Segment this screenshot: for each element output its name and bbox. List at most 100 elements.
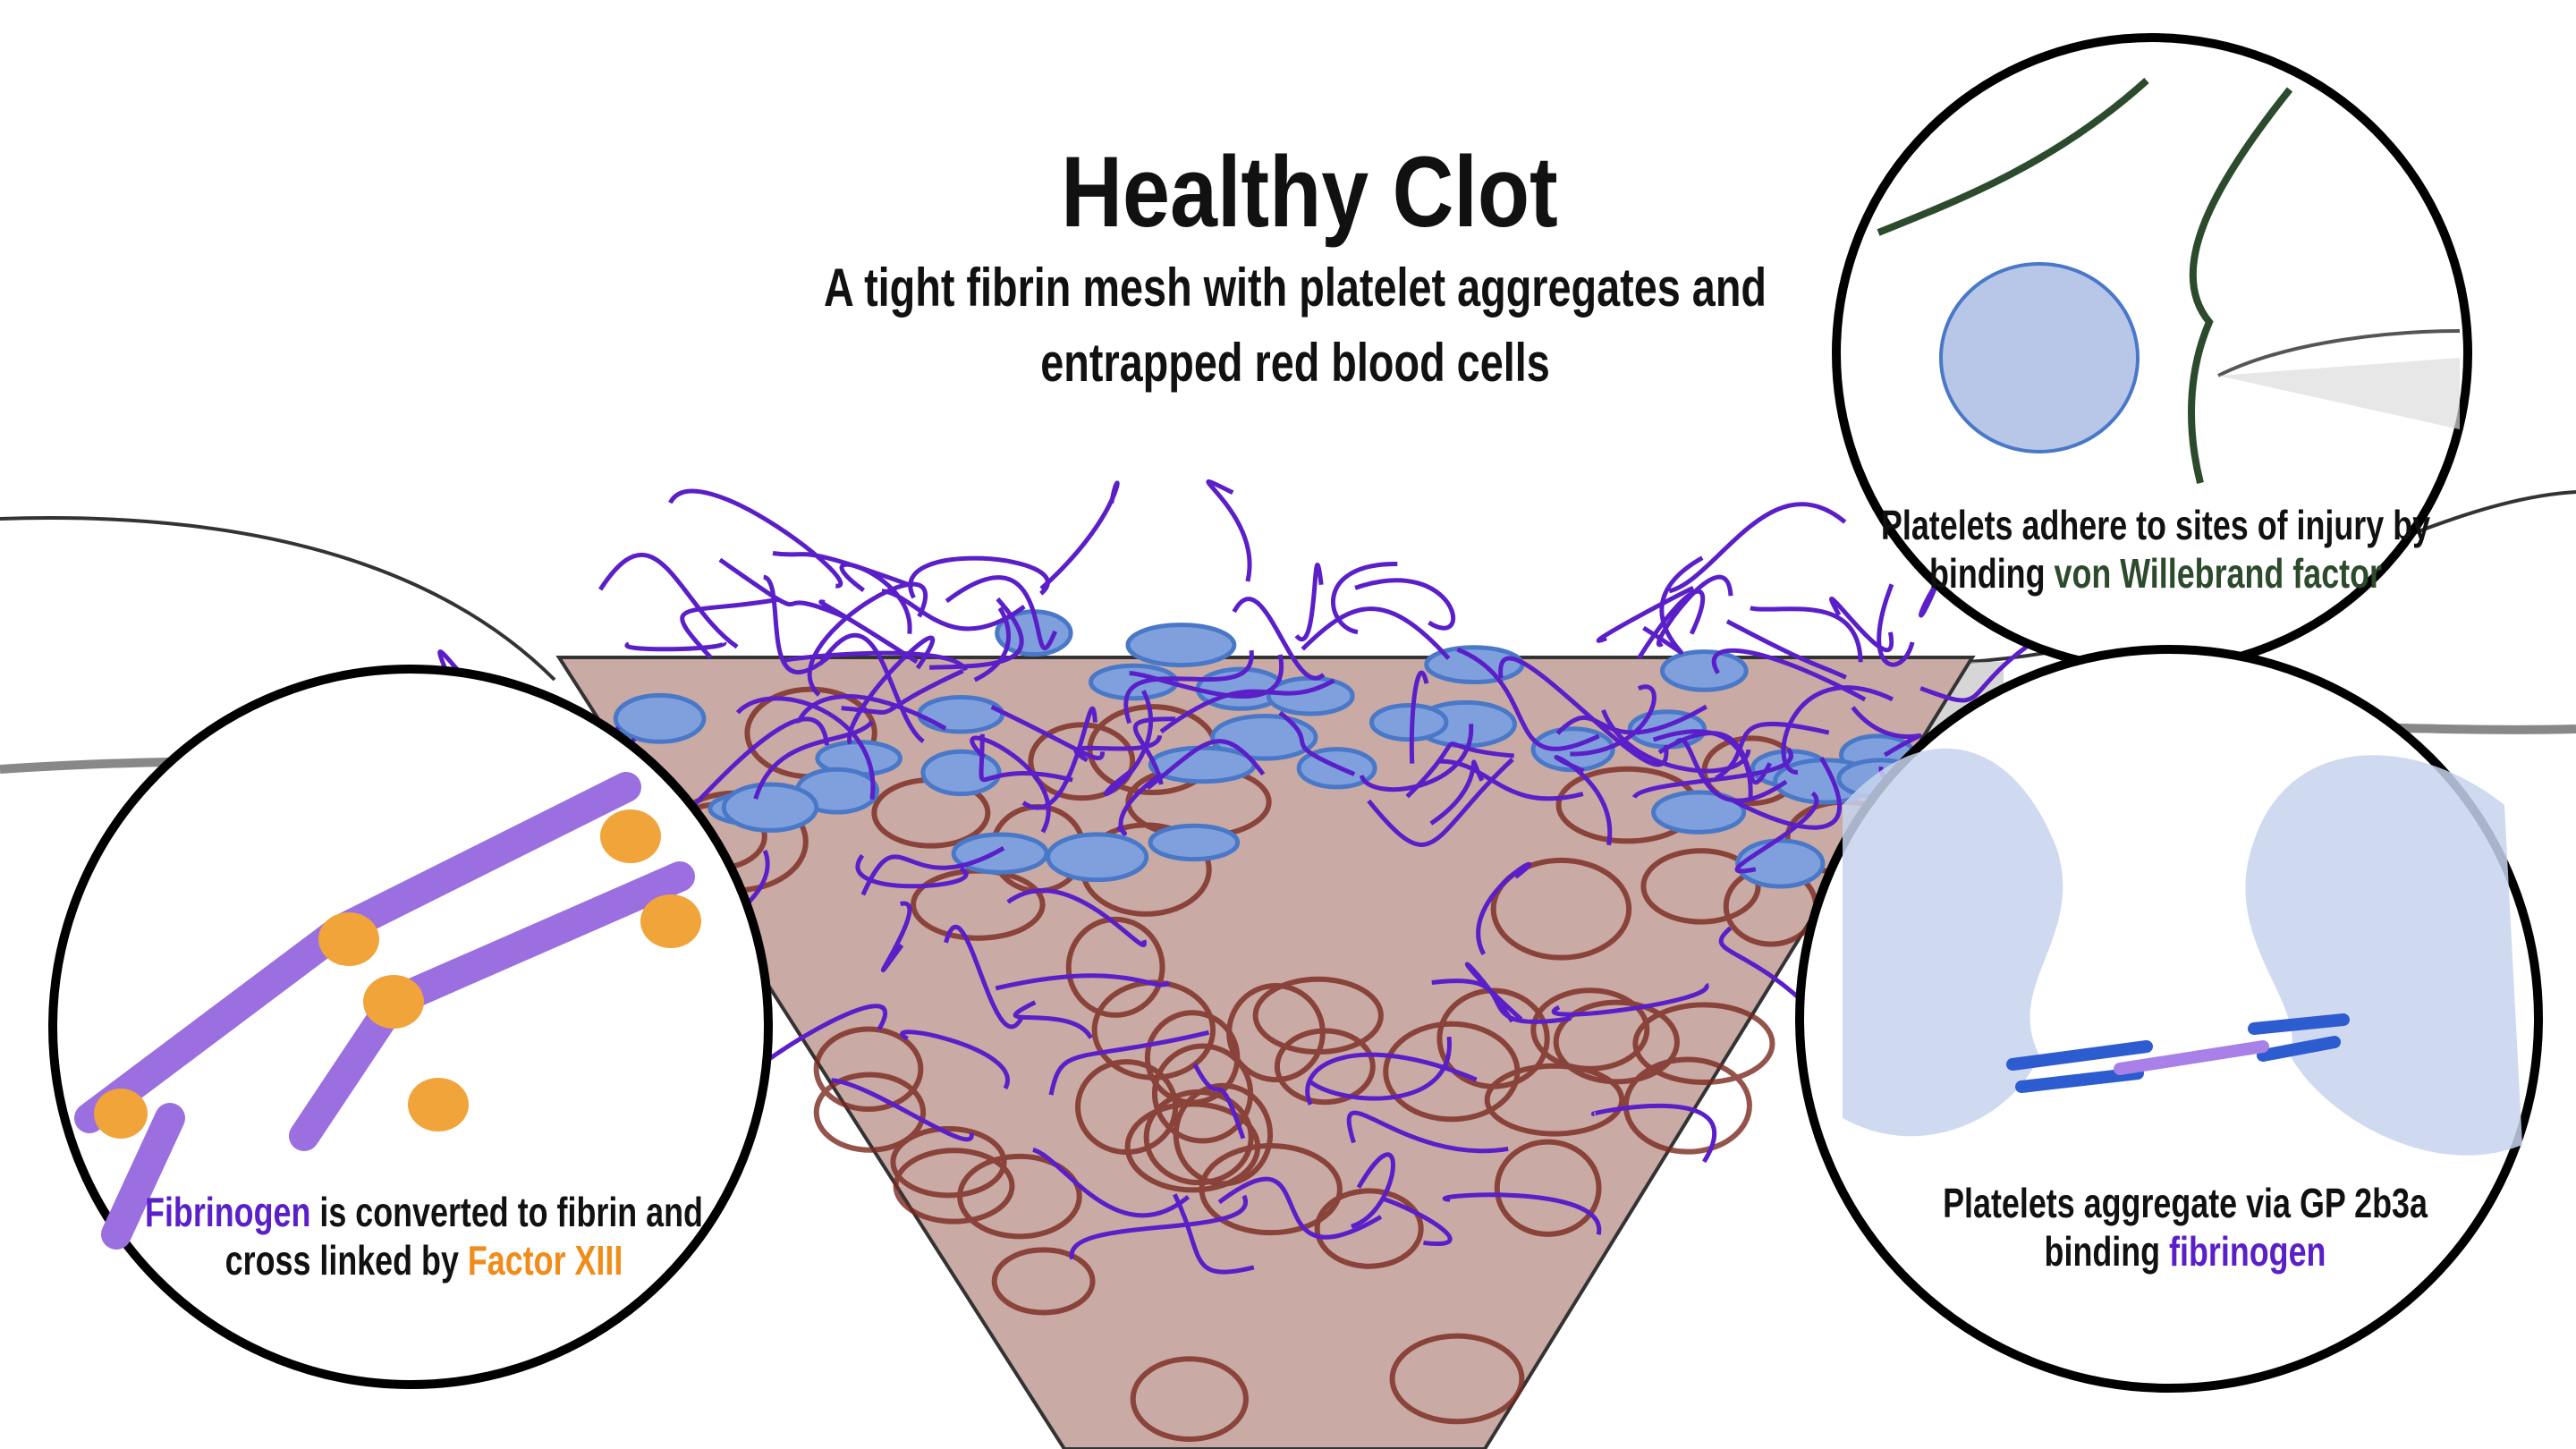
- fibrin-strand: [1718, 926, 1817, 1015]
- fibrin-strand: [1590, 1103, 1716, 1164]
- fibrin-strand: [1554, 755, 1613, 846]
- red-blood-cell: [1199, 1143, 1343, 1236]
- platelet: [920, 749, 1002, 797]
- caption-von-willebrand: Platelets adhere to sites of injury by b…: [1881, 501, 2430, 597]
- fibrin-strand: [807, 581, 928, 697]
- caption-gp2b3a: Platelets aggregate via GP 2b3a binding …: [1943, 1179, 2428, 1275]
- red-blood-cell: [1494, 1139, 1602, 1237]
- fibrin-strand: [1829, 597, 1894, 653]
- fibrin-strand: [1442, 1192, 1601, 1235]
- fibrin-strand: [1146, 739, 1266, 791]
- red-blood-cell: [1490, 857, 1632, 961]
- fibrin-strand: [908, 555, 1050, 599]
- fibrin-strand: [818, 633, 925, 743]
- caption-fibrinogen: Fibrinogen is converted to fibrin and cr…: [145, 1188, 703, 1284]
- fibrin-strand: [1232, 597, 1326, 681]
- fibrin-strand: [1217, 1176, 1383, 1240]
- fibrin-strand: [1069, 1194, 1249, 1260]
- red-blood-cell: [991, 1247, 1096, 1316]
- fibrin-strand: [1750, 606, 1863, 663]
- fibrin-strand: [1359, 724, 1474, 792]
- fibrin-strand: [1555, 704, 1708, 735]
- red-blood-cell: [1640, 848, 1761, 925]
- fibrin-strand: [1656, 574, 1733, 648]
- fibrin-strand: [781, 650, 968, 672]
- fibrin-strand: [1725, 619, 1847, 680]
- fibrin-strand: [1294, 563, 1324, 642]
- fibrin-strand: [1354, 578, 1456, 631]
- term-fibrinogen: Fibrinogen: [145, 1189, 311, 1235]
- fibrin-strand: [1851, 706, 1922, 758]
- subtitle-line-1: A tight fibrin mesh with platelet aggreg…: [824, 258, 1767, 318]
- fibrin-strand: [1305, 1052, 1478, 1106]
- platelet: [721, 782, 819, 833]
- fibrin-strand: [818, 599, 919, 665]
- fibrin-strand: [598, 552, 739, 649]
- fibrin-strand: [1006, 888, 1147, 947]
- red-blood-cell: [1065, 916, 1165, 1018]
- fibrin-strand: [1781, 685, 1894, 775]
- fibrin-strand: [1206, 479, 1252, 582]
- fibrin-strand: [1405, 741, 1514, 799]
- fibrin-strand: [1711, 648, 1867, 702]
- fibrin-strand: [1115, 773, 1161, 836]
- fibrin-strand: [1652, 729, 1753, 799]
- fibrin-strand: [1596, 586, 1695, 643]
- fibrin-strand: [1367, 758, 1514, 847]
- red-blood-cell: [1553, 999, 1680, 1085]
- fibrin-strand: [1734, 791, 1819, 874]
- caption-text: binding: [2044, 1228, 2170, 1275]
- page-title: Healthy Clot: [1061, 136, 1558, 248]
- red-blood-cell: [1130, 1356, 1249, 1443]
- caption-text: Platelets adhere to sites of injury by: [1880, 502, 2431, 548]
- fibrin-strand: [970, 735, 1051, 834]
- fibrin-strand: [1073, 734, 1163, 763]
- caption-text: cross linked by: [225, 1237, 468, 1284]
- red-blood-cell: [1632, 1002, 1775, 1086]
- fibrin-strand: [831, 1078, 974, 1142]
- fibrin-strand: [1631, 747, 1793, 800]
- inset-gp2b3a: [1795, 645, 2543, 1393]
- fibrin-strand: [1456, 647, 1600, 751]
- fibrin-strand: [1380, 1196, 1453, 1247]
- fibrin-strand: [753, 720, 875, 800]
- platelet: [1735, 838, 1826, 889]
- fibrin-strand: [1048, 1030, 1210, 1096]
- red-blood-cell: [1252, 976, 1384, 1055]
- red-blood-cell: [1028, 722, 1136, 801]
- red-blood-cell: [813, 1026, 924, 1112]
- term-von-willebrand-factor: von Willebrand factor: [2054, 550, 2382, 597]
- fibrin-strand: [624, 640, 727, 652]
- fibrin-strand: [1668, 502, 1847, 594]
- fibrin-strand: [880, 901, 912, 972]
- fibrin-strand: [692, 716, 829, 807]
- fibrin-strand: [900, 1030, 1010, 1090]
- fibrin-strand: [945, 575, 1058, 650]
- term-factor-xiii: Factor XIII: [467, 1237, 623, 1284]
- fibrin-strand: [1674, 738, 1788, 803]
- fibrin-strand: [1476, 861, 1531, 956]
- fibrin-strand: [1123, 649, 1254, 724]
- caption-text: Platelets aggregate via GP 2b3a: [1943, 1180, 2428, 1226]
- red-blood-cell: [813, 1072, 927, 1153]
- platelet: [1266, 675, 1355, 716]
- fibrin-strand: [1013, 1000, 1093, 1039]
- fibrin-strand: [973, 606, 1012, 682]
- fibrin-strand: [1346, 1110, 1509, 1154]
- fibrin-strand: [1438, 758, 1584, 801]
- fibrin-strand: [1039, 480, 1120, 590]
- fibrin-strand: [1192, 1063, 1246, 1140]
- fibrin-strand: [929, 597, 1024, 670]
- fibrin-strand: [1331, 561, 1398, 635]
- platelet: [1369, 702, 1449, 742]
- platelet: [1046, 832, 1149, 883]
- fibrin-strand: [1570, 684, 1657, 757]
- fibrin-strand: [718, 557, 847, 620]
- platelet: [613, 692, 707, 744]
- red-blood-cell: [1484, 1063, 1625, 1137]
- fibrin-strand: [1301, 606, 1451, 660]
- platelet: [1148, 745, 1257, 784]
- fibrin-strand: [1129, 654, 1284, 699]
- platelet: [917, 694, 1005, 734]
